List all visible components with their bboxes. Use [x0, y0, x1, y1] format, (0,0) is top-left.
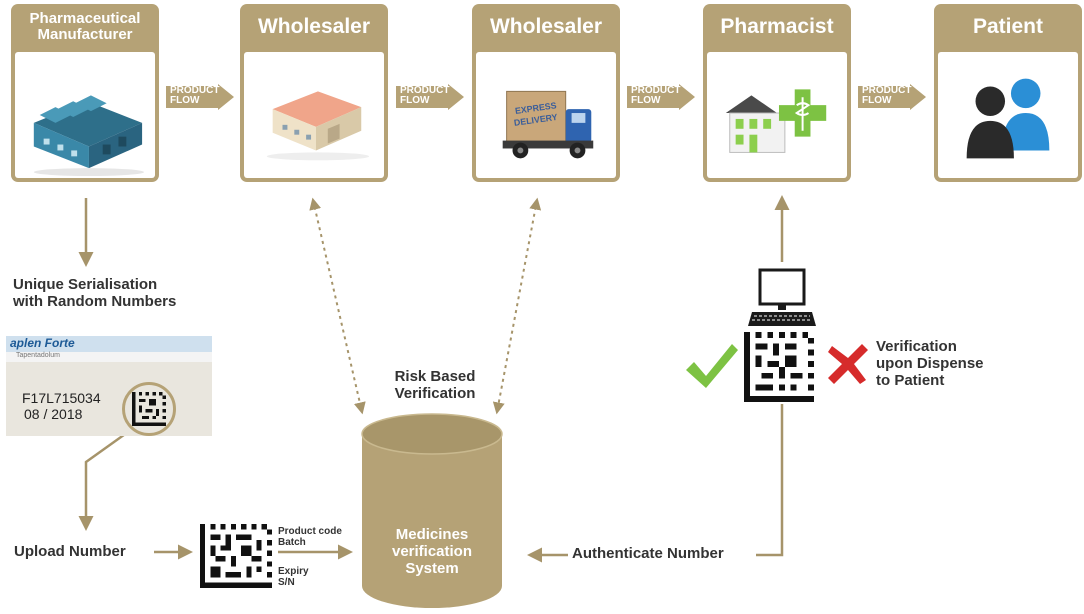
node-patient: Patient — [934, 4, 1082, 182]
field-sn: S/N — [278, 577, 295, 588]
authenticate-connector — [756, 404, 784, 557]
node-pharmacist: Pharmacist — [703, 4, 851, 182]
package-date: 08 / 2018 — [24, 406, 83, 422]
product-flow-arrow-1: PRODUCT FLOW — [166, 84, 234, 110]
authenticate-number-label: Authenticate Number — [572, 545, 724, 562]
product-flow-arrow-3: PRODUCT FLOW — [627, 84, 695, 110]
package-to-upload-connector — [78, 430, 129, 531]
reject-x-icon — [828, 344, 868, 384]
field-product-code: Product code — [278, 526, 342, 537]
product-flow-arrow-2: PRODUCT FLOW — [396, 84, 464, 110]
people-icon — [966, 78, 1050, 159]
node-wholesaler-1: Wholesaler — [240, 4, 388, 182]
product-flow-arrow-4: PRODUCT FLOW — [858, 84, 926, 110]
package-datamatrix-icon — [132, 392, 166, 426]
serialisation-label: Unique Serialisation with Random Numbers — [13, 276, 177, 310]
field-batch: Batch — [278, 537, 306, 548]
risk-based-verification-label: Risk Based Verification — [394, 368, 476, 402]
wholesaler2-dotted-link — [492, 197, 542, 415]
factory-icon — [33, 95, 145, 177]
package-code: F17L715034 — [22, 390, 101, 406]
check-icon — [686, 344, 738, 388]
node-title: Pharmaceutical Manufacturer — [29, 10, 141, 43]
computer-icon — [748, 268, 816, 326]
node-title: Wholesaler — [489, 14, 603, 38]
upload-datamatrix-icon — [200, 524, 272, 588]
package-brand-text: aplen Forte — [10, 336, 75, 350]
warehouse-icon — [266, 91, 370, 161]
wholesaler1-dotted-link — [309, 197, 366, 415]
field-expiry: Expiry — [278, 566, 309, 577]
verify-datamatrix-icon — [744, 332, 814, 402]
product-flow-label: PRODUCT FLOW — [170, 85, 220, 106]
node-wholesaler-2: Wholesaler EXPRESS DELIVERY — [472, 4, 620, 182]
database-label: Medicines verification System — [391, 526, 473, 577]
product-flow-label: PRODUCT FLOW — [400, 85, 450, 106]
node-title: Pharmacist — [720, 14, 834, 38]
package-photo: aplen Forte Tapentadolum F17L715034 08 /… — [6, 336, 212, 436]
product-flow-label: PRODUCT FLOW — [862, 85, 912, 106]
node-title: Patient — [972, 14, 1043, 38]
package-sub-text: Tapentadolum — [16, 352, 60, 359]
node-title: Wholesaler — [257, 14, 371, 38]
upload-number-label: Upload Number — [14, 543, 126, 560]
node-manufacturer: Pharmaceutical Manufacturer — [11, 4, 159, 182]
pharmacy-icon — [725, 89, 827, 153]
database-icon — [361, 413, 503, 608]
product-flow-label: PRODUCT FLOW — [631, 85, 681, 106]
delivery-truck-icon: EXPRESS DELIVERY — [502, 90, 594, 159]
dispense-verification-label: Verification upon Dispense to Patient — [876, 338, 984, 389]
